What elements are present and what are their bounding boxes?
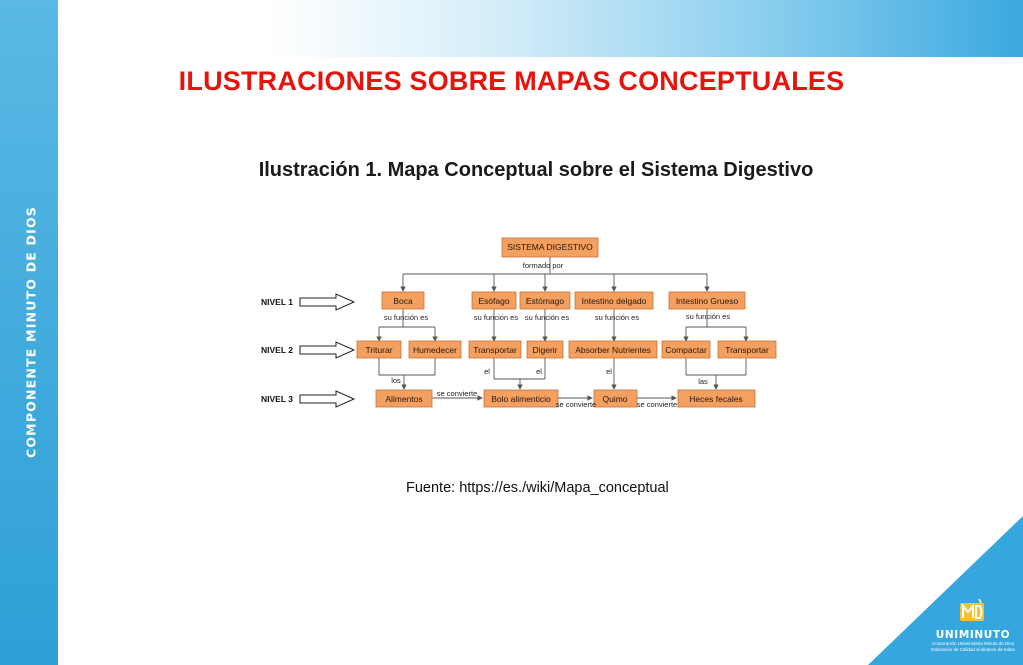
node-level2-compactar — [661, 340, 711, 359]
node-level2-label: Transportar — [473, 345, 517, 355]
node-level3-heces-fecales — [677, 389, 756, 408]
node-level2-label: Humedecer — [413, 345, 457, 355]
logo-name: UNIMINUTO — [935, 629, 1011, 641]
slide-title: ILUSTRACIONES SOBRE MAPAS CONCEPTUALES — [178, 66, 845, 96]
node-level2-humedecer — [408, 340, 462, 359]
node-level2-label: Transportar — [725, 345, 769, 355]
node-level1-intestino-grueso — [668, 291, 746, 310]
node-root — [501, 237, 599, 258]
node-level2-digerir — [526, 340, 564, 359]
link-level2: el — [536, 367, 542, 376]
node-level3-label: Quimo — [602, 394, 627, 404]
connectors-root-level1 — [400, 257, 710, 292]
node-level1-boca — [381, 291, 425, 310]
node-level3-label: Bolo alimenticio — [491, 394, 551, 404]
link-level1: su función es — [595, 313, 639, 322]
node-level1-label: Boca — [393, 296, 413, 306]
node-root-label: SISTEMA DIGESTIVO — [507, 242, 593, 252]
node-level1-label: Estómago — [526, 296, 565, 306]
figure-caption: Ilustración 1. Mapa Conceptual sobre el … — [258, 159, 814, 181]
link-level2: el — [606, 367, 612, 376]
link-root: formado por — [523, 261, 564, 270]
node-level2-triturar — [356, 340, 402, 359]
node-level2-absorber-nutrientes — [568, 340, 658, 359]
level-label-1: NIVEL 1 — [261, 297, 293, 307]
connectors-level2-level3 — [378, 358, 747, 401]
node-level2-label: Triturar — [365, 345, 392, 355]
node-level1-esofago — [471, 291, 517, 310]
link-level3: se convierte — [637, 400, 677, 409]
level-label-3: NIVEL 3 — [261, 394, 293, 404]
link-level1: su función es — [525, 313, 569, 322]
link-level1: su función es — [686, 312, 730, 321]
source-citation: Fuente: https://es./wiki/Mapa_conceptual — [406, 480, 669, 496]
uniminuto-logo: UNIMINUTO Corporación Universitaria Minu… — [928, 595, 1018, 653]
node-level2-label: Compactar — [665, 345, 707, 355]
node-level1-intestino-delgado — [574, 291, 654, 310]
logo-tagline: Corporación Universitaria Minuto de Dios — [931, 641, 1015, 646]
link-level2: el — [484, 367, 490, 376]
left-sidebar-band: COMPONENTE MINUTO DE DIOS — [0, 0, 58, 665]
node-level3-alimentos — [375, 389, 433, 408]
node-level1-label: Intestino delgado — [582, 296, 647, 306]
node-level3-quimo — [593, 389, 638, 408]
logo-emblem-icon — [960, 598, 984, 621]
link-level1: su función es — [474, 313, 518, 322]
link-level1: su función es — [384, 313, 428, 322]
link-level2: los — [391, 376, 401, 385]
node-level1-estomago — [519, 291, 571, 310]
node-level2-label: Digerir — [532, 345, 557, 355]
node-level3-label: Alimentos — [385, 394, 422, 404]
node-level1-label: Intestino Grueso — [676, 296, 739, 306]
link-level3: se convierte — [556, 400, 596, 409]
level-label-2: NIVEL 2 — [261, 345, 293, 355]
node-level1-label: Esófago — [478, 296, 509, 306]
level-arrows — [299, 293, 356, 408]
node-level2-transportar — [468, 340, 522, 359]
node-level2-transportar-2 — [717, 340, 777, 359]
logo-tagline: Educación de Calidad al alcance de todos — [931, 647, 1015, 652]
connectors-level1-level2 — [376, 309, 749, 342]
link-level3: se convierte — [437, 389, 477, 398]
link-level2: las — [698, 377, 708, 386]
top-gradient-band — [58, 0, 1023, 57]
node-level3-label: Heces fecales — [689, 394, 742, 404]
node-level3-bolo-alimenticio — [483, 389, 559, 408]
node-level2-label: Absorber Nutrientes — [575, 345, 651, 355]
